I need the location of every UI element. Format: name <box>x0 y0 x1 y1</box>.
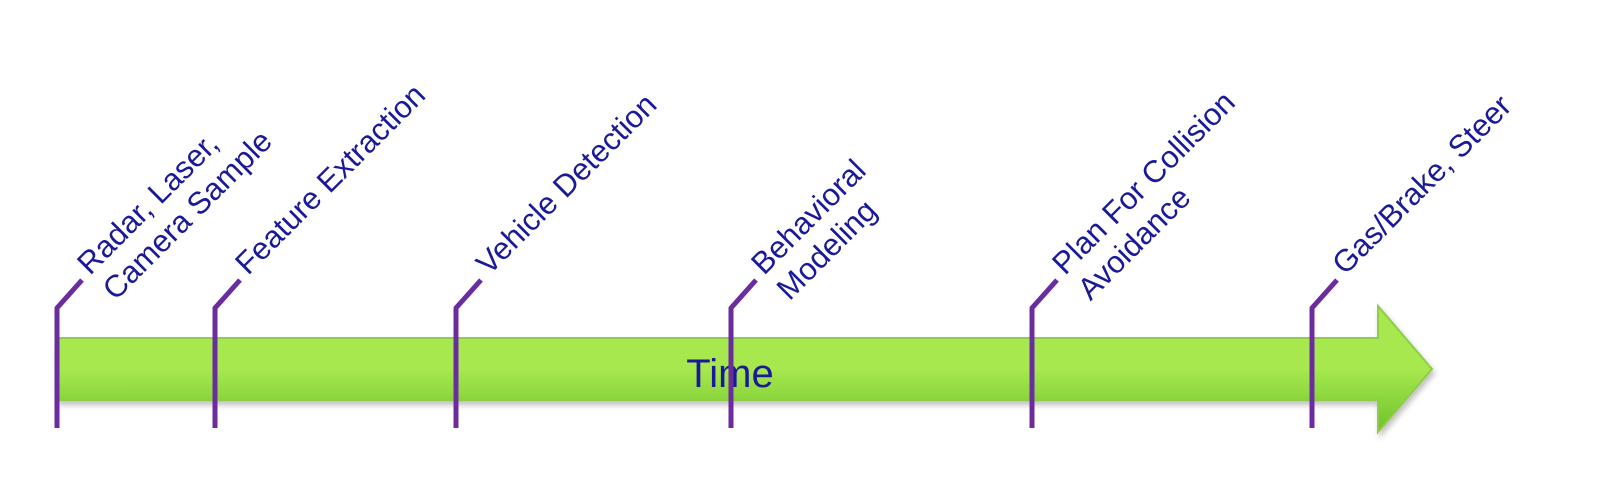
stage-markers <box>54 278 1339 428</box>
stage-label-line: Gas/Brake, Steer <box>1325 88 1518 281</box>
stage-label: Vehicle Detection <box>469 87 663 281</box>
stage-marker <box>1029 278 1059 428</box>
stage-marker <box>54 278 84 428</box>
stage-marker <box>212 278 242 428</box>
stage-label: Gas/Brake, Steer <box>1325 88 1518 281</box>
time-arrow <box>56 303 1434 435</box>
stage-label-line: Vehicle Detection <box>469 87 663 281</box>
stage-marker <box>453 278 483 428</box>
stage-marker <box>1309 278 1339 428</box>
stage-label: Feature Extraction <box>228 77 432 281</box>
stage-marker <box>728 278 758 428</box>
stage-label-line: Feature Extraction <box>228 77 432 281</box>
